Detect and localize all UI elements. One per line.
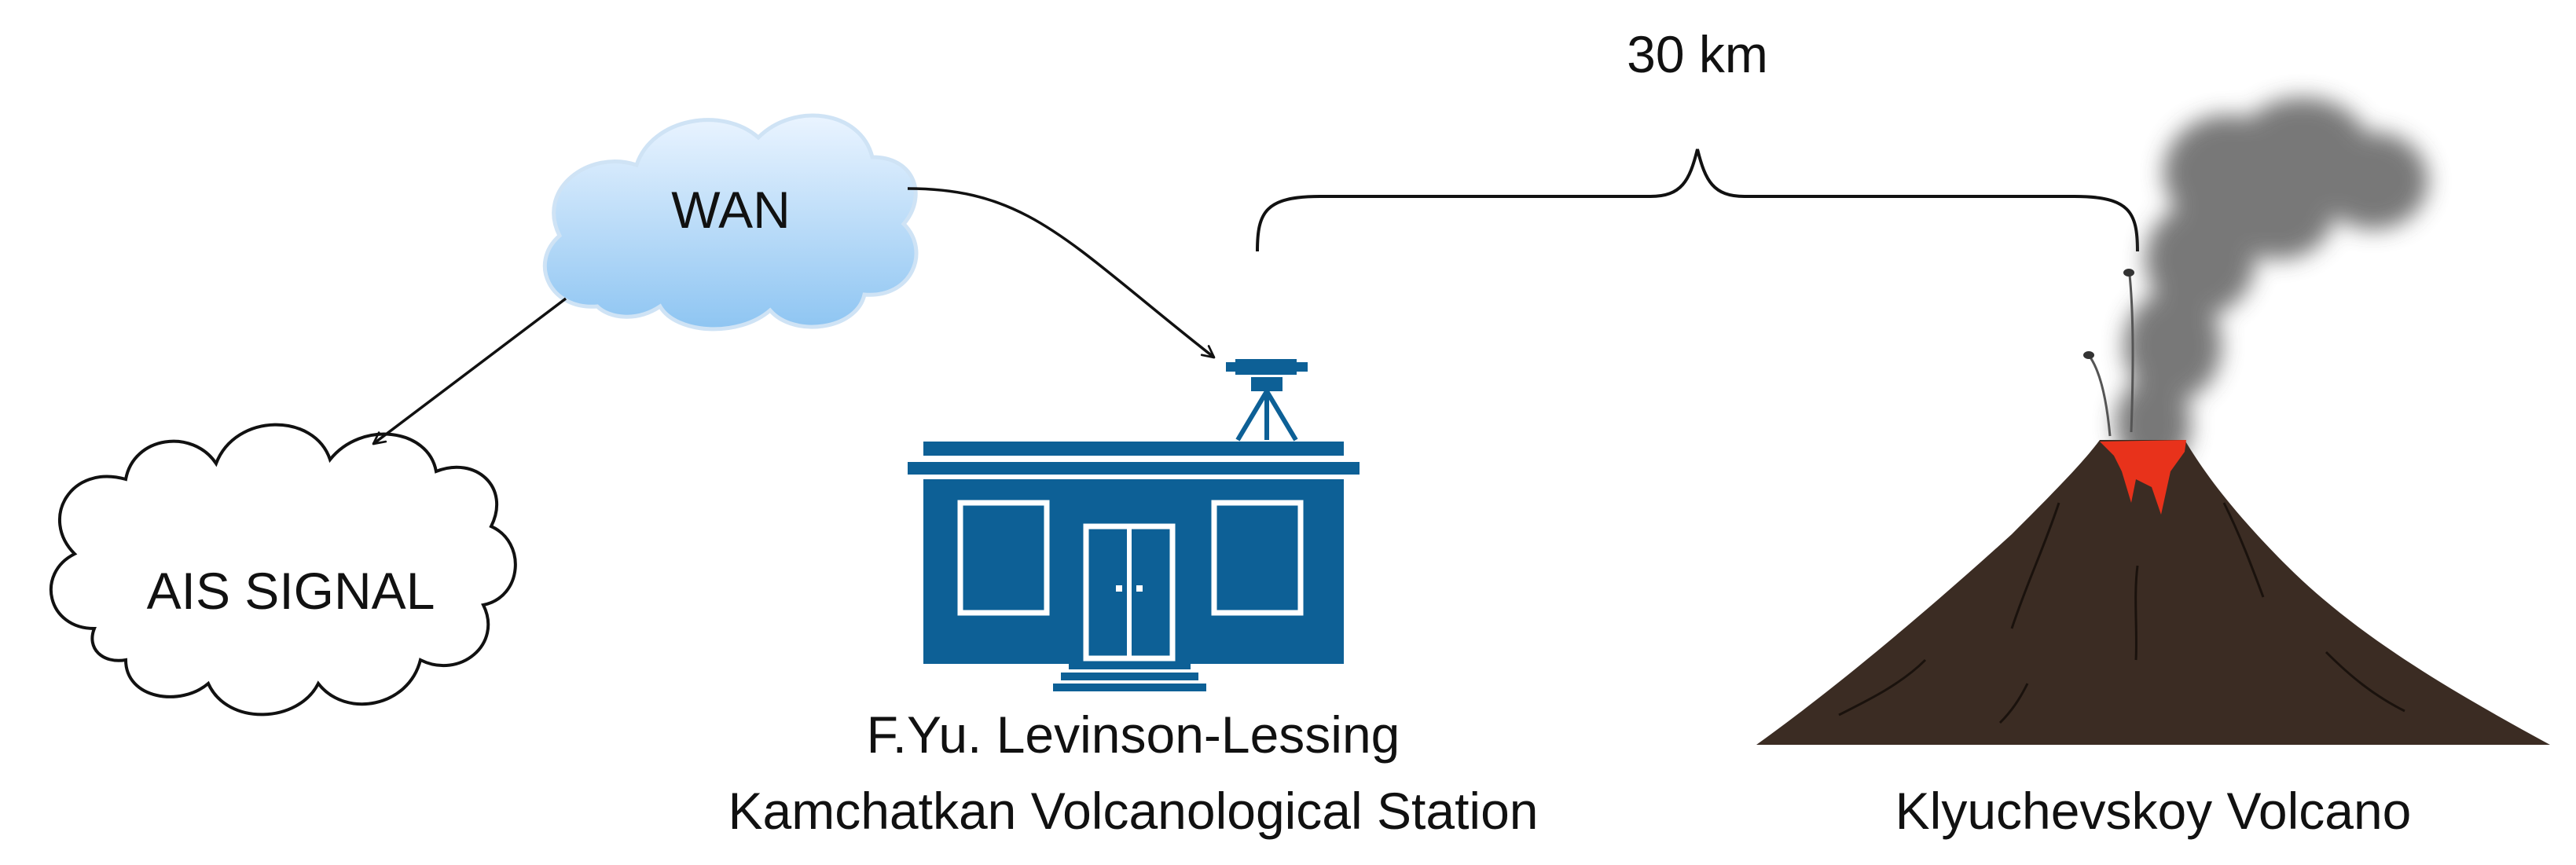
ais-label: AIS SIGNAL	[147, 562, 435, 620]
arrow-wan-to-ais	[372, 297, 567, 445]
station-label-line2: Kamchatkan Volcanological Station	[728, 782, 1539, 840]
distance-label: 30 km	[1627, 25, 1768, 83]
station-label-line1: F.Yu. Levinson-Lessing	[867, 706, 1400, 764]
arrow-wan-to-station	[907, 187, 1216, 359]
wan-cloud-icon	[543, 113, 919, 332]
station-building-icon	[908, 442, 1360, 691]
ais-cloud-icon	[49, 423, 517, 717]
wan-label: WAN	[671, 181, 791, 239]
volcano-label: Klyuchevskoy Volcano	[1895, 782, 2412, 840]
smoke-plume	[2115, 97, 2428, 471]
tripod-camera-icon	[1226, 359, 1308, 442]
distance-brace	[1256, 148, 2139, 252]
volcano-icon	[1756, 97, 2550, 745]
